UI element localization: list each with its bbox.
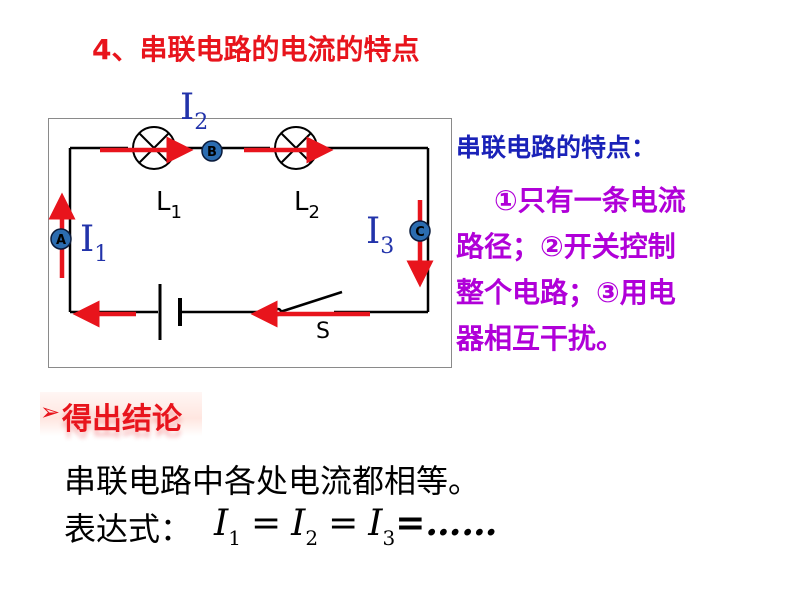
bullet-arrow-icon: ➢: [40, 398, 61, 426]
lamp-l1-label: L1: [156, 187, 182, 223]
battery-icon: [158, 284, 182, 340]
current-i1-label: I1: [80, 219, 109, 267]
svg-text:B: B: [207, 145, 217, 160]
features-line-3: 整个电路；③用电: [456, 276, 676, 309]
node-c-icon: C: [409, 220, 431, 242]
current-i2-label: I2: [180, 87, 209, 135]
features-heading: 串联电路的特点：: [456, 133, 657, 162]
node-a-icon: A: [50, 228, 72, 250]
features-line-2: 路径；②开关控制: [456, 230, 676, 263]
expression-label: 表达式：: [64, 510, 193, 548]
current-i3-label: I3: [366, 211, 395, 259]
current-arrows: [48, 136, 434, 328]
conclusion-heading: 得出结论: [62, 402, 182, 437]
conclusion-highlight: [40, 392, 202, 436]
switch-label: S: [316, 319, 330, 344]
features-line-1: ①只有一条电流: [494, 184, 686, 217]
circuit-frame: [48, 118, 452, 368]
lamp-l2-label: L2: [294, 187, 320, 223]
current-expression: I1=I2=I3=……: [214, 502, 498, 550]
svg-text:A: A: [56, 233, 66, 248]
conclusion-statement: 串联电路中各处电流都相等。: [64, 462, 481, 500]
svg-text:C: C: [415, 225, 425, 240]
circuit-diagram: B A C L1 L2 S: [48, 126, 434, 344]
node-b-icon: B: [201, 140, 223, 162]
features-text: ①只有一条电流 路径；②开关控制 整个电路；③用电 器相互干扰。: [456, 178, 756, 362]
slide-title: 4、串联电路的电流的特点: [92, 33, 420, 66]
switch-icon: [273, 290, 343, 317]
features-line-4: 器相互干扰。: [456, 322, 625, 355]
